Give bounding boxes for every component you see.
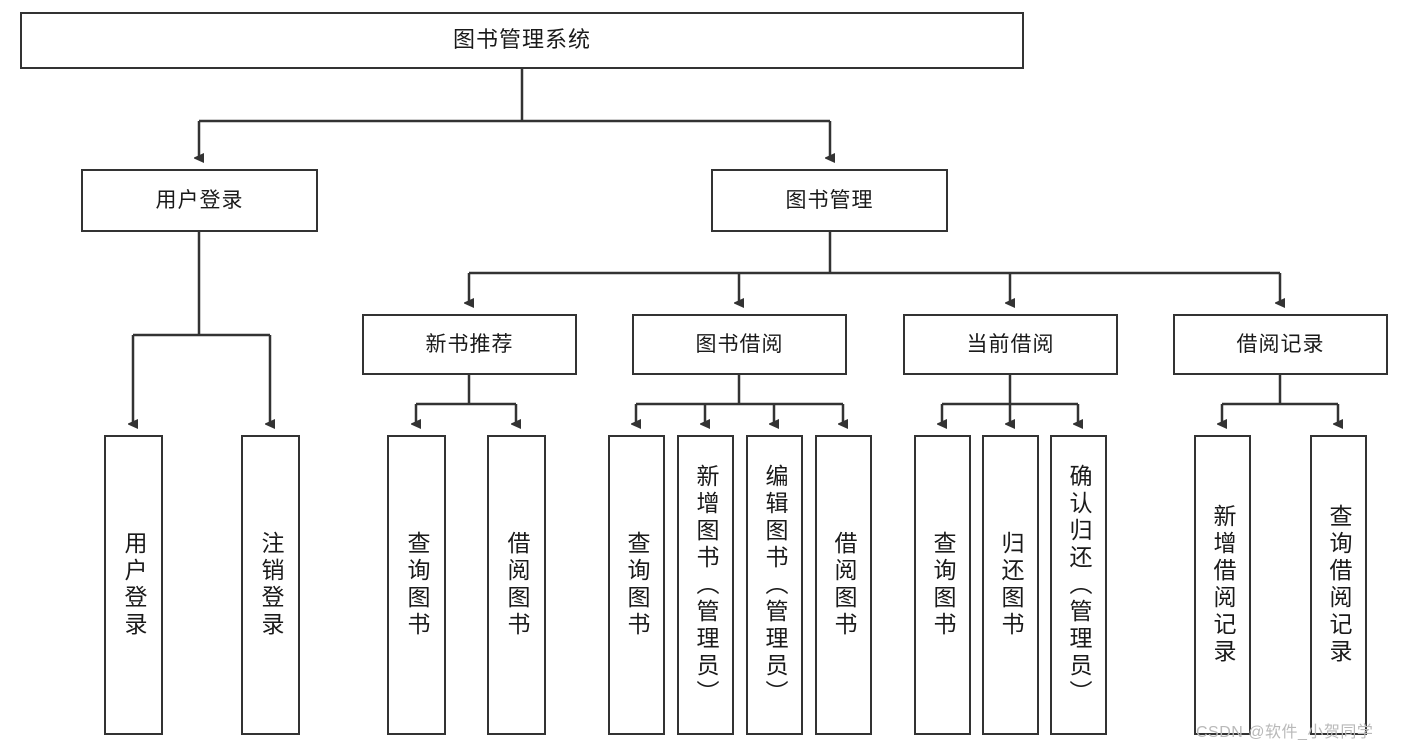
node-leaf-borrow-book-label: 借阅图书 bbox=[831, 531, 857, 639]
node-user-login-label: 用户登录 bbox=[155, 188, 244, 212]
edge-group-current-borrow bbox=[942, 375, 1078, 424]
edge-group-book-borrow bbox=[636, 375, 843, 424]
node-leaf-user-logout-label: 注销登录 bbox=[258, 531, 284, 639]
node-leaf-query-book[interactable]: 查询图书 bbox=[608, 435, 665, 735]
csdn-watermark: CSDN @软件_小贺同学 bbox=[1196, 724, 1374, 741]
node-leaf-query-book-current-label: 查询图书 bbox=[930, 531, 956, 639]
edge-group-new-book-rec bbox=[416, 375, 516, 424]
node-root-label: 图书管理系统 bbox=[452, 27, 591, 53]
node-leaf-add-borrow-record[interactable]: 新增借阅记录 bbox=[1194, 435, 1251, 735]
node-new-book-recommend[interactable]: 新书推荐 bbox=[362, 314, 577, 375]
node-leaf-borrow-book[interactable]: 借阅图书 bbox=[815, 435, 872, 735]
node-leaf-return-book[interactable]: 归还图书 bbox=[982, 435, 1039, 735]
node-borrow-record[interactable]: 借阅记录 bbox=[1173, 314, 1388, 375]
node-leaf-user-logout[interactable]: 注销登录 bbox=[241, 435, 300, 735]
node-book-manage[interactable]: 图书管理 bbox=[711, 169, 948, 232]
edge-group-user-login bbox=[133, 232, 270, 424]
node-leaf-confirm-return[interactable]: 确认归还（管理员） bbox=[1050, 435, 1107, 735]
node-leaf-add-book-label: 新增图书（管理员） bbox=[693, 463, 719, 707]
node-leaf-borrow-book-recommend[interactable]: 借阅图书 bbox=[487, 435, 546, 735]
node-current-borrow[interactable]: 当前借阅 bbox=[903, 314, 1118, 375]
node-leaf-query-book-recommend-label: 查询图书 bbox=[404, 531, 430, 639]
node-leaf-user-login[interactable]: 用户登录 bbox=[104, 435, 163, 735]
node-leaf-query-book-current[interactable]: 查询图书 bbox=[914, 435, 971, 735]
node-leaf-edit-book[interactable]: 编辑图书（管理员） bbox=[746, 435, 803, 735]
edge-group-book-manage bbox=[469, 232, 1280, 303]
node-leaf-borrow-book-recommend-label: 借阅图书 bbox=[504, 531, 530, 639]
edge-group-root bbox=[199, 69, 830, 158]
node-user-login[interactable]: 用户登录 bbox=[81, 169, 318, 232]
node-current-borrow-label: 当前借阅 bbox=[966, 332, 1055, 356]
node-book-borrow-label: 图书借阅 bbox=[695, 332, 784, 356]
node-leaf-query-book-label: 查询图书 bbox=[624, 531, 650, 639]
node-book-manage-label: 图书管理 bbox=[785, 188, 874, 212]
node-book-borrow[interactable]: 图书借阅 bbox=[632, 314, 847, 375]
node-leaf-return-book-label: 归还图书 bbox=[998, 531, 1024, 639]
node-new-book-recommend-label: 新书推荐 bbox=[425, 332, 514, 356]
node-leaf-add-borrow-record-label: 新增借阅记录 bbox=[1210, 504, 1236, 666]
node-leaf-query-book-recommend[interactable]: 查询图书 bbox=[387, 435, 446, 735]
node-leaf-query-borrow-record[interactable]: 查询借阅记录 bbox=[1310, 435, 1367, 735]
node-leaf-query-borrow-record-label: 查询借阅记录 bbox=[1326, 504, 1352, 666]
node-borrow-record-label: 借阅记录 bbox=[1236, 332, 1325, 356]
node-leaf-confirm-return-label: 确认归还（管理员） bbox=[1066, 463, 1092, 707]
edge-group-borrow-record bbox=[1222, 375, 1338, 424]
node-root[interactable]: 图书管理系统 bbox=[20, 12, 1024, 69]
node-leaf-edit-book-label: 编辑图书（管理员） bbox=[762, 463, 788, 707]
node-leaf-user-login-label: 用户登录 bbox=[121, 531, 147, 639]
node-leaf-add-book[interactable]: 新增图书（管理员） bbox=[677, 435, 734, 735]
